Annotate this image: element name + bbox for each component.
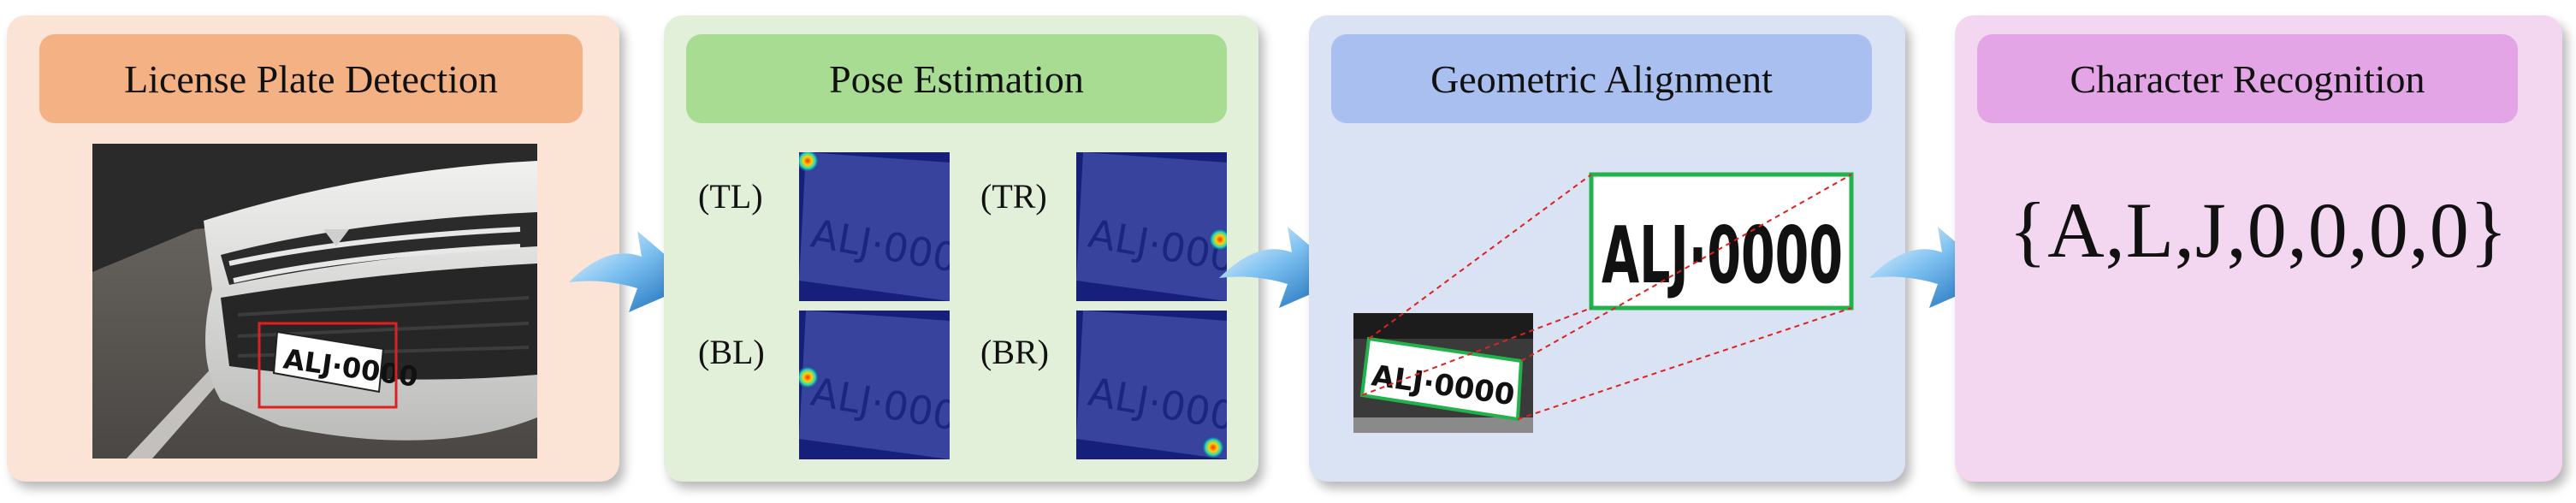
alignment-illustration: ALJ·0000 ALJ·0000 (1353, 172, 1854, 433)
panel-pose-estimation: Pose Estimation (TL) (TR) (BL) (BR) ALJ·… (664, 15, 1258, 482)
car-photo: ALJ·0000 (92, 144, 537, 459)
label-tr: (TR) (980, 177, 1047, 216)
panel-geometric-alignment: Geometric Alignment ALJ·0000 ALJ·0000 (1309, 15, 1905, 482)
heatmap-bl: ALJ·0000 (799, 311, 950, 459)
panel-license-plate-detection: License Plate Detection (7, 15, 619, 482)
stage-title-recognition: Character Recognition (1977, 34, 2518, 123)
heatmap-tl: ALJ·0000 (799, 152, 950, 301)
heatmap-tr: ALJ·0000 (1076, 152, 1227, 301)
detection-box (258, 322, 398, 409)
stage-title-detection: License Plate Detection (39, 34, 583, 123)
recognition-result: {A,L,J,0,0,0,0} (2009, 186, 2508, 274)
label-bl: (BL) (698, 333, 765, 371)
plate-text-rectified: ALJ·0000 (1602, 210, 1843, 301)
label-br: (BR) (980, 333, 1049, 371)
label-tl: (TL) (698, 177, 763, 216)
heatmap-br: ALJ·0000 (1076, 311, 1227, 459)
panel-character-recognition: Character Recognition {A,L,J,0,0,0,0} (1955, 15, 2562, 482)
stage-title-pose: Pose Estimation (686, 34, 1227, 123)
alignment-box (1589, 172, 1854, 311)
stage-title-alignment: Geometric Alignment (1331, 34, 1872, 123)
